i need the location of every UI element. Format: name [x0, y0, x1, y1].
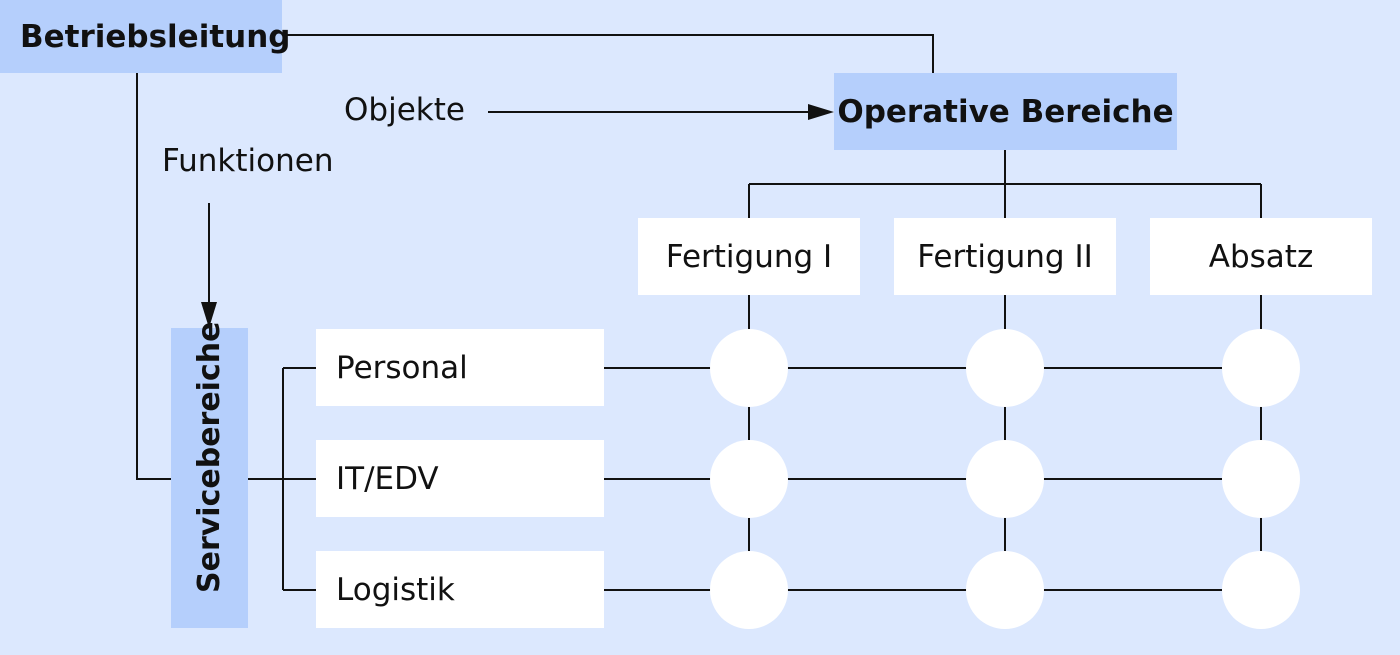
matrix-node-logistik-absatz — [1222, 551, 1300, 629]
label-personal: Personal — [336, 349, 468, 386]
label-it-edv: IT/EDV — [336, 460, 439, 497]
label-funktionen: Funktionen — [162, 143, 334, 179]
box-fertigung-2: Fertigung II — [894, 218, 1116, 295]
matrix-node-personal-fertigung2 — [966, 329, 1044, 407]
label-fertigung-2: Fertigung II — [917, 238, 1093, 275]
line-top-to-service — [136, 73, 171, 480]
label-objekte: Objekte — [344, 92, 465, 128]
box-logistik: Logistik — [316, 551, 604, 628]
box-it-edv: IT/EDV — [316, 440, 604, 517]
funktionen-arrow-head — [201, 302, 217, 328]
label-fertigung-1: Fertigung I — [665, 238, 833, 275]
objekte-arrow-head — [808, 104, 834, 120]
matrix-node-personal-absatz — [1222, 329, 1300, 407]
label-servicebereiche: Servicebereiche — [192, 321, 227, 593]
label-betriebsleitung: Betriebsleitung — [20, 18, 291, 55]
label-absatz: Absatz — [1208, 238, 1314, 275]
box-personal: Personal — [316, 329, 604, 406]
box-operative-bereiche: Operative Bereiche — [834, 73, 1177, 150]
matrix-node-itedv-absatz — [1222, 440, 1300, 518]
label-logistik: Logistik — [336, 571, 455, 608]
label-operative-bereiche: Operative Bereiche — [837, 93, 1174, 130]
matrix-node-itedv-fertigung1 — [710, 440, 788, 518]
box-absatz: Absatz — [1150, 218, 1372, 295]
line-top-to-operative — [282, 34, 934, 73]
box-fertigung-1: Fertigung I — [638, 218, 860, 295]
box-betriebsleitung: Betriebsleitung — [0, 0, 290, 73]
matrix-node-logistik-fertigung2 — [966, 551, 1044, 629]
matrix-node-logistik-fertigung1 — [710, 551, 788, 629]
matrix-node-itedv-fertigung2 — [966, 440, 1044, 518]
box-servicebereiche: Servicebereiche — [171, 321, 248, 628]
matrix-node-personal-fertigung1 — [710, 329, 788, 407]
